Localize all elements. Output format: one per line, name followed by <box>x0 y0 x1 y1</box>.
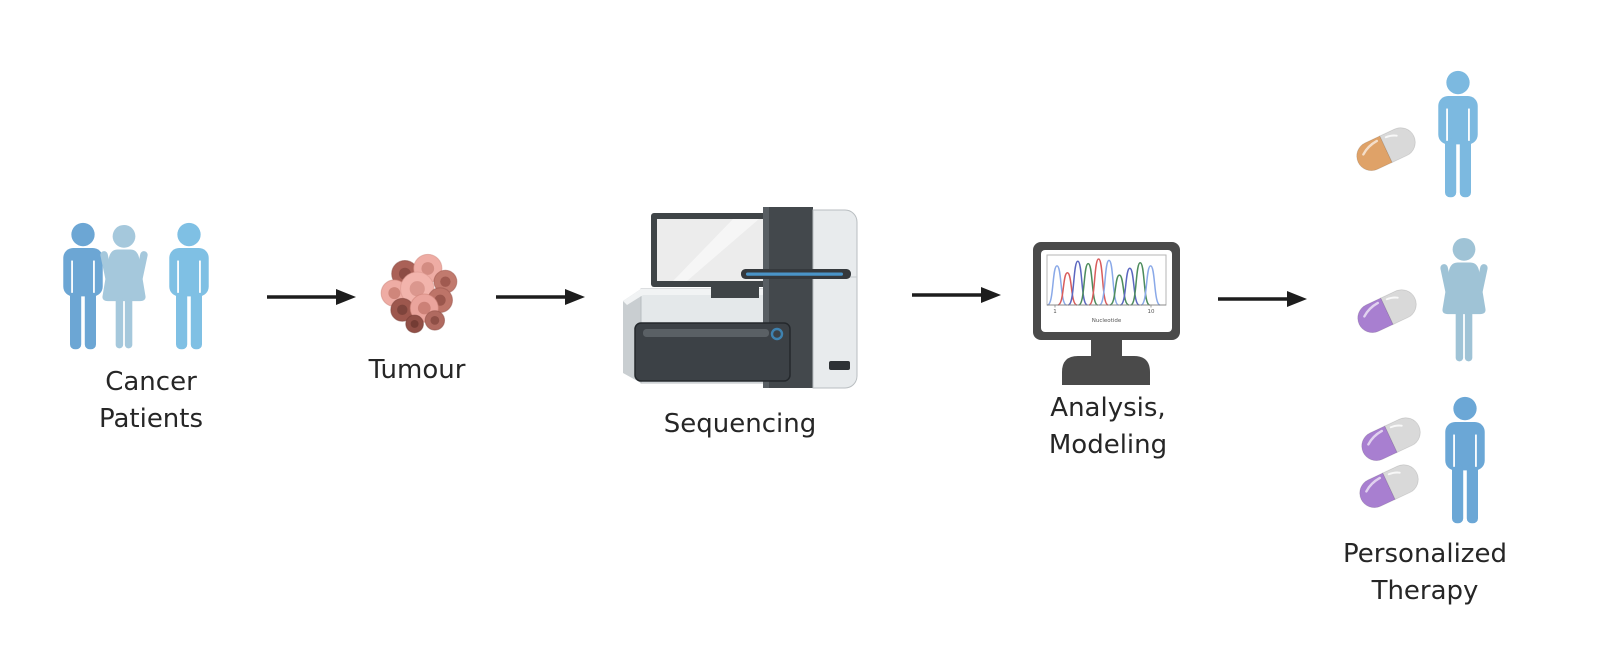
flow-arrow <box>1216 288 1308 310</box>
capsule-pill-purple-icon <box>1353 410 1428 468</box>
patient-male-2-icon <box>162 222 216 352</box>
chart-xlabel: Nucleotide <box>1092 318 1122 324</box>
stage-label-analysis-modeling: Analysis, Modeling <box>1048 393 1168 460</box>
stage-label-tumour: Tumour <box>368 355 466 385</box>
flow-arrow <box>910 284 1002 306</box>
stage-label-personalized-therapy: Personalized Therapy <box>1343 539 1507 606</box>
flow-arrow <box>494 286 586 308</box>
dna-sequencer-icon <box>623 207 858 389</box>
analysis-monitor-icon: 1 10 Nucleotide <box>1033 242 1180 385</box>
tumour-cells-icon <box>380 253 458 334</box>
stage-label-sequencing: Sequencing <box>663 409 817 439</box>
capsule-pill-orange-icon <box>1348 120 1423 178</box>
chart-tick-10: 10 <box>1148 309 1155 315</box>
therapy-patient-male-2-icon <box>1438 396 1492 526</box>
therapy-patient-female-icon <box>1436 237 1492 364</box>
chromatogram-peaks <box>1046 258 1161 306</box>
capsule-pill-purple-icon <box>1351 457 1426 515</box>
flow-arrow <box>265 286 357 308</box>
therapy-patient-male-1-icon <box>1431 70 1485 200</box>
capsule-pill-purple-icon <box>1349 282 1424 340</box>
stage-label-cancer-patients: Cancer Patients <box>98 367 204 434</box>
chart-tick-1: 1 <box>1053 309 1057 315</box>
patient-female-icon <box>96 224 152 351</box>
